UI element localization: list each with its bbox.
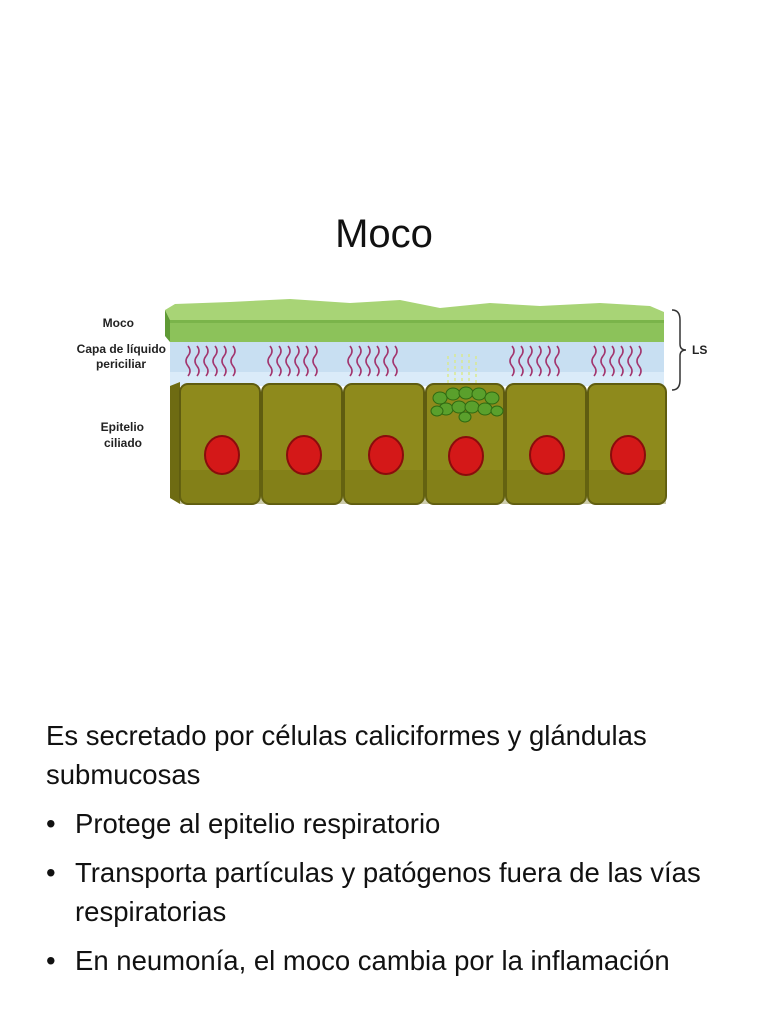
cilium <box>374 345 380 377</box>
cilium <box>392 345 398 377</box>
label-capa-line2: periciliar <box>95 357 146 371</box>
bullet-symbol: • <box>46 808 56 839</box>
slide-title: Moco <box>335 212 433 256</box>
fluid-highlight <box>170 372 664 386</box>
cilium <box>609 345 615 377</box>
cilium <box>356 345 362 377</box>
cilium <box>600 345 606 377</box>
cilium <box>230 345 236 377</box>
cell-shading <box>180 470 666 504</box>
nucleus <box>286 435 322 475</box>
cilium <box>545 345 551 377</box>
label-epitelio-line1: Epitelio <box>100 420 144 434</box>
nucleus <box>610 435 646 475</box>
cilium <box>509 345 515 377</box>
cilium <box>554 345 560 377</box>
label-epitelio-line2: ciliado <box>103 436 142 450</box>
airway-epithelium-figure: Moco Capa de líquido periciliar Epitelio… <box>0 290 768 520</box>
cell-nuclei <box>204 435 646 476</box>
mucus-edge-shade <box>170 320 664 323</box>
bullet-text: Protege al epitelio respiratorio <box>75 808 441 839</box>
slide-body: Es secretado por células caliciformes y … <box>46 716 746 990</box>
epithelium-diagram <box>165 299 687 505</box>
cilium <box>276 345 282 377</box>
cilium <box>365 345 371 377</box>
bullet-text: En neumonía, el moco cambia por la infla… <box>75 945 670 976</box>
mucus-front-face <box>170 320 664 352</box>
cilium <box>285 345 291 377</box>
intro-paragraph: Es secretado por células caliciformes y … <box>46 720 647 790</box>
cilium <box>203 345 209 377</box>
cilium <box>194 345 200 377</box>
cilium <box>383 345 389 377</box>
cilium <box>347 345 353 377</box>
cilium <box>185 345 191 377</box>
secretion-streaks <box>447 354 477 384</box>
bullet-item: • Protege al epitelio respiratorio <box>46 804 746 843</box>
cilium <box>212 345 218 377</box>
bullet-symbol: • <box>46 857 56 888</box>
goblet-granules <box>430 386 504 423</box>
bullet-item: • En neumonía, el moco cambia por la inf… <box>46 941 746 980</box>
bullet-item: • Transporta partículas y patógenos fuer… <box>46 853 746 931</box>
cilium <box>591 345 597 377</box>
cilium <box>294 345 300 377</box>
label-ls: LS <box>692 343 708 357</box>
label-capa-line1: Capa de líquido <box>76 342 166 356</box>
cilia-group <box>185 345 642 377</box>
cilium <box>636 345 642 377</box>
cilium <box>303 345 309 377</box>
mucus-left-edge <box>165 310 170 342</box>
cilium <box>536 345 542 377</box>
cilium <box>627 345 633 377</box>
cilium <box>267 345 273 377</box>
mucus-top-face <box>165 299 664 320</box>
bullet-symbol: • <box>46 945 56 976</box>
cilium <box>527 345 533 377</box>
ls-bracket <box>671 309 687 391</box>
cilium <box>312 345 318 377</box>
cells-left-side <box>170 382 180 504</box>
bullet-list: • Protege al epitelio respiratorio • Tra… <box>46 804 746 980</box>
bullet-text: Transporta partículas y patógenos fuera … <box>75 857 701 927</box>
cilium <box>618 345 624 377</box>
cilium <box>221 345 227 377</box>
nucleus <box>204 435 240 475</box>
epithelial-cells <box>170 382 667 505</box>
label-moco: Moco <box>102 316 134 330</box>
mucus-layer <box>165 299 664 352</box>
nucleus <box>368 435 404 475</box>
nucleus <box>448 436 484 476</box>
nucleus <box>529 435 565 475</box>
cilium <box>518 345 524 377</box>
